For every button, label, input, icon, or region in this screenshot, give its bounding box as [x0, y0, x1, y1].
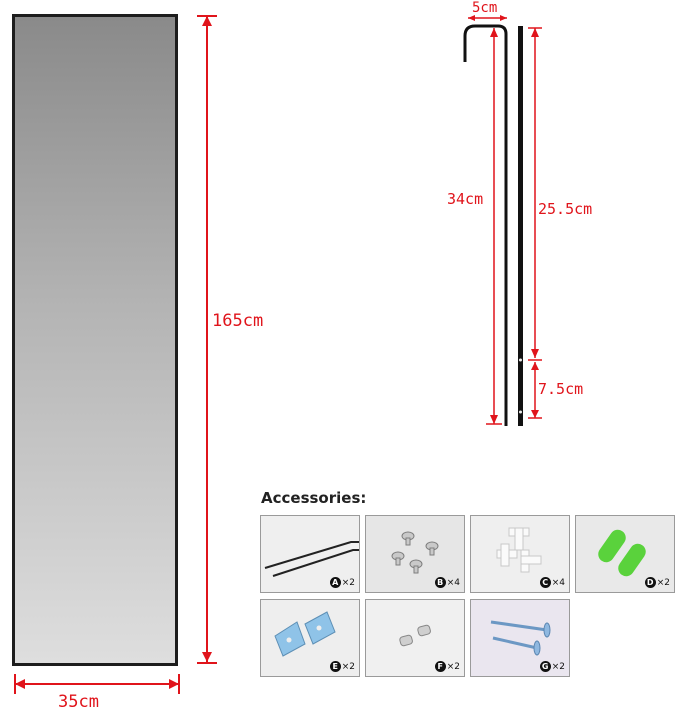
corner-clips-icon	[496, 527, 542, 573]
accessory-badge-f: F ×2	[434, 661, 460, 672]
mirror-panel	[12, 14, 178, 666]
accessory-tile-e: E ×2	[260, 599, 360, 677]
hanger-upper-length-label: 25.5cm	[538, 200, 593, 218]
accessory-badge-d: D ×2	[644, 577, 670, 588]
accessory-badge-a: A ×2	[329, 577, 355, 588]
hook-bars-icon	[264, 541, 359, 577]
accessory-tile-d: D ×2	[575, 515, 675, 593]
accessory-tile-f: F ×2	[365, 599, 465, 677]
accessories-title: Accessories:	[261, 489, 367, 507]
green-plugs-icon	[598, 529, 646, 577]
accessory-tile-g: G ×2	[470, 599, 570, 677]
hook-width-label: 5cm	[472, 0, 498, 16]
hanger-total-length-label: 34cm	[447, 190, 484, 208]
hanger-lower-length-label: 7.5cm	[538, 380, 584, 398]
accessory-badge-e: E ×2	[329, 661, 355, 672]
wall-brackets-icon	[274, 611, 336, 657]
accessory-tile-c: C ×4	[470, 515, 570, 593]
accessory-badge-c: C ×4	[539, 577, 565, 588]
accessory-tile-b: B ×4	[365, 515, 465, 593]
accessory-tile-a: A ×2	[260, 515, 360, 593]
accessory-badge-b: B ×4	[434, 577, 460, 588]
mirror-width-label: 35cm	[58, 692, 99, 712]
cylinder-pins-icon	[399, 624, 431, 647]
mirror-height-label: 165cm	[212, 311, 264, 331]
screws-icon	[391, 531, 439, 574]
wood-screws-icon	[490, 620, 551, 656]
accessory-badge-g: G ×2	[539, 661, 565, 672]
